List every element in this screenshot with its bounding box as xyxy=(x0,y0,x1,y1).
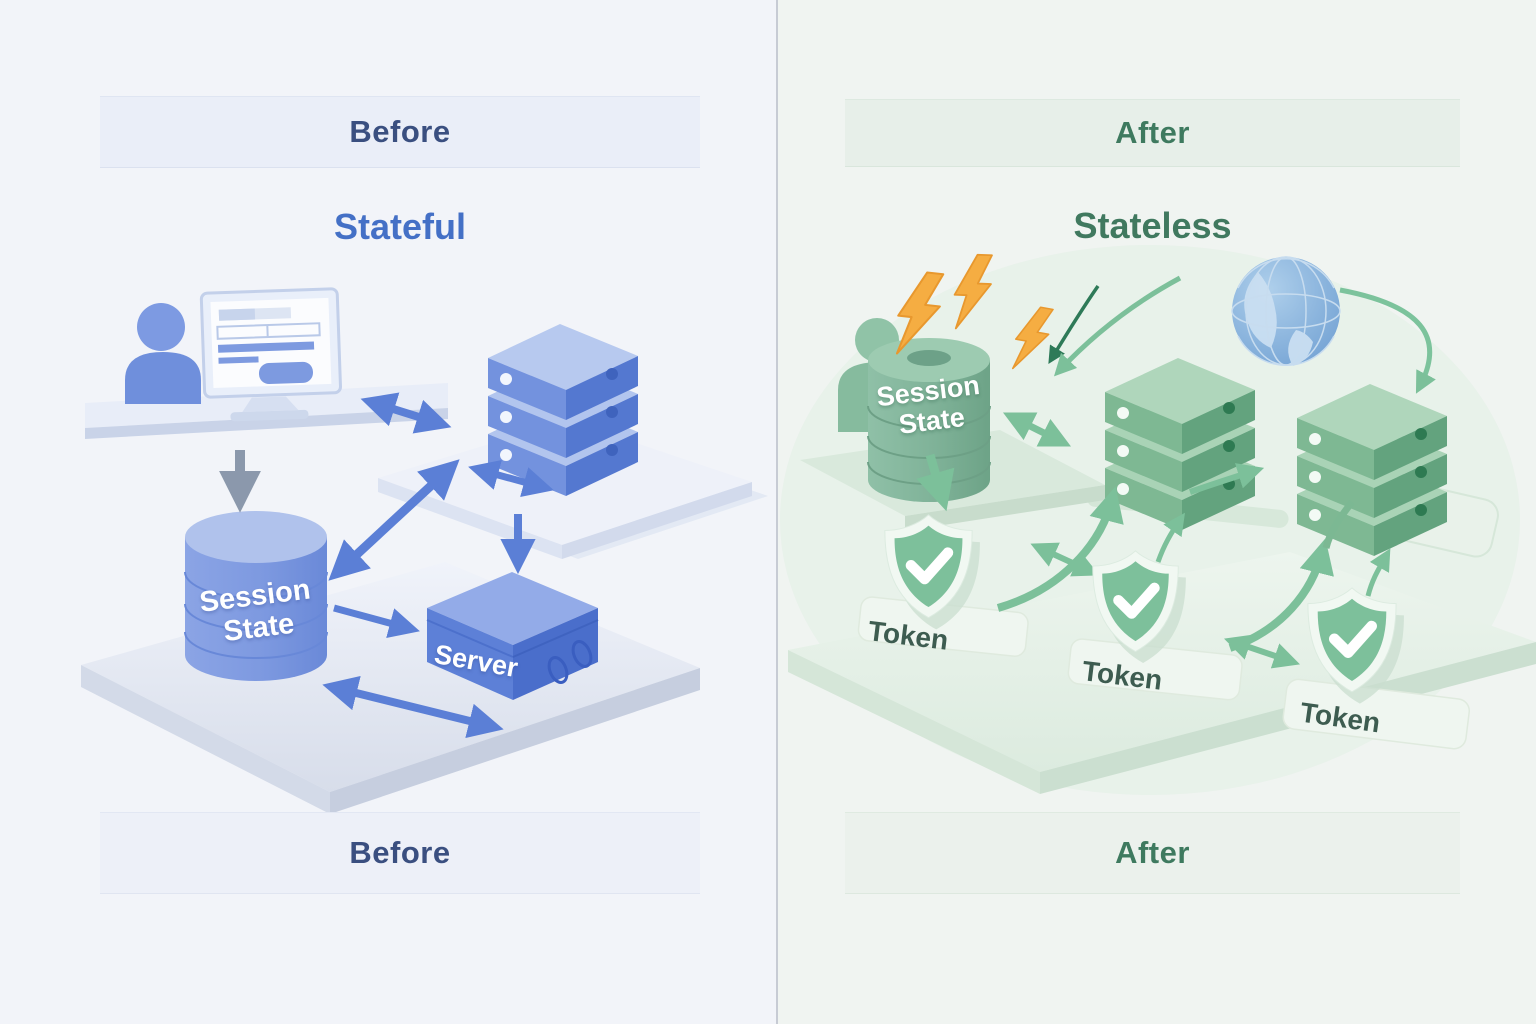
after-header-label: After xyxy=(1115,115,1190,150)
server-rack-icon xyxy=(1297,384,1447,556)
before-footer-label: Before xyxy=(349,835,451,870)
lightning-icon xyxy=(895,253,1054,370)
server-rack-icon xyxy=(1105,358,1255,530)
platform-bottom-left xyxy=(81,562,700,814)
before-diagram-title: Stateful xyxy=(333,206,466,247)
user-icon xyxy=(125,303,201,404)
double-arrow-icon xyxy=(322,675,504,739)
before-arrows xyxy=(219,392,554,739)
globe-icon xyxy=(1231,256,1341,367)
double-arrow-icon xyxy=(1223,634,1301,669)
after-diagram-title: Stateless xyxy=(1073,205,1232,246)
server-rack-icon xyxy=(488,324,638,496)
server-to-server-arrow xyxy=(1189,463,1265,495)
double-arrow-icon xyxy=(1030,542,1100,577)
small-up-arrow xyxy=(1365,548,1391,597)
double-arrow-icon xyxy=(1002,412,1072,447)
small-up-arrow xyxy=(1155,512,1186,563)
globe-curved-arrow xyxy=(1339,287,1436,394)
monitor-browser-icon xyxy=(199,287,342,422)
double-arrow-icon xyxy=(328,459,460,581)
before-header-label: Before xyxy=(349,114,451,149)
after-arrows xyxy=(916,275,1436,669)
after-footer-label: After xyxy=(1115,835,1190,870)
incoming-arrow-light xyxy=(1053,275,1182,377)
double-arrow-icon xyxy=(468,460,554,497)
token-plinths xyxy=(857,596,1471,750)
after-footer-banner: After xyxy=(845,812,1460,894)
database-cylinder-icon xyxy=(184,511,328,681)
double-arrow-icon xyxy=(360,392,452,434)
before-header-banner: Before xyxy=(100,96,700,168)
before-illustration xyxy=(81,287,768,814)
panel-divider xyxy=(776,0,778,1024)
after-illustration xyxy=(780,245,1536,795)
server-base-curve xyxy=(1322,499,1355,549)
after-header-banner: After xyxy=(845,99,1460,167)
down-arrow-icon xyxy=(916,453,955,512)
incoming-arrow-dark xyxy=(1048,285,1100,364)
before-footer-banner: Before xyxy=(100,812,700,894)
right-arrow-icon xyxy=(333,604,420,639)
